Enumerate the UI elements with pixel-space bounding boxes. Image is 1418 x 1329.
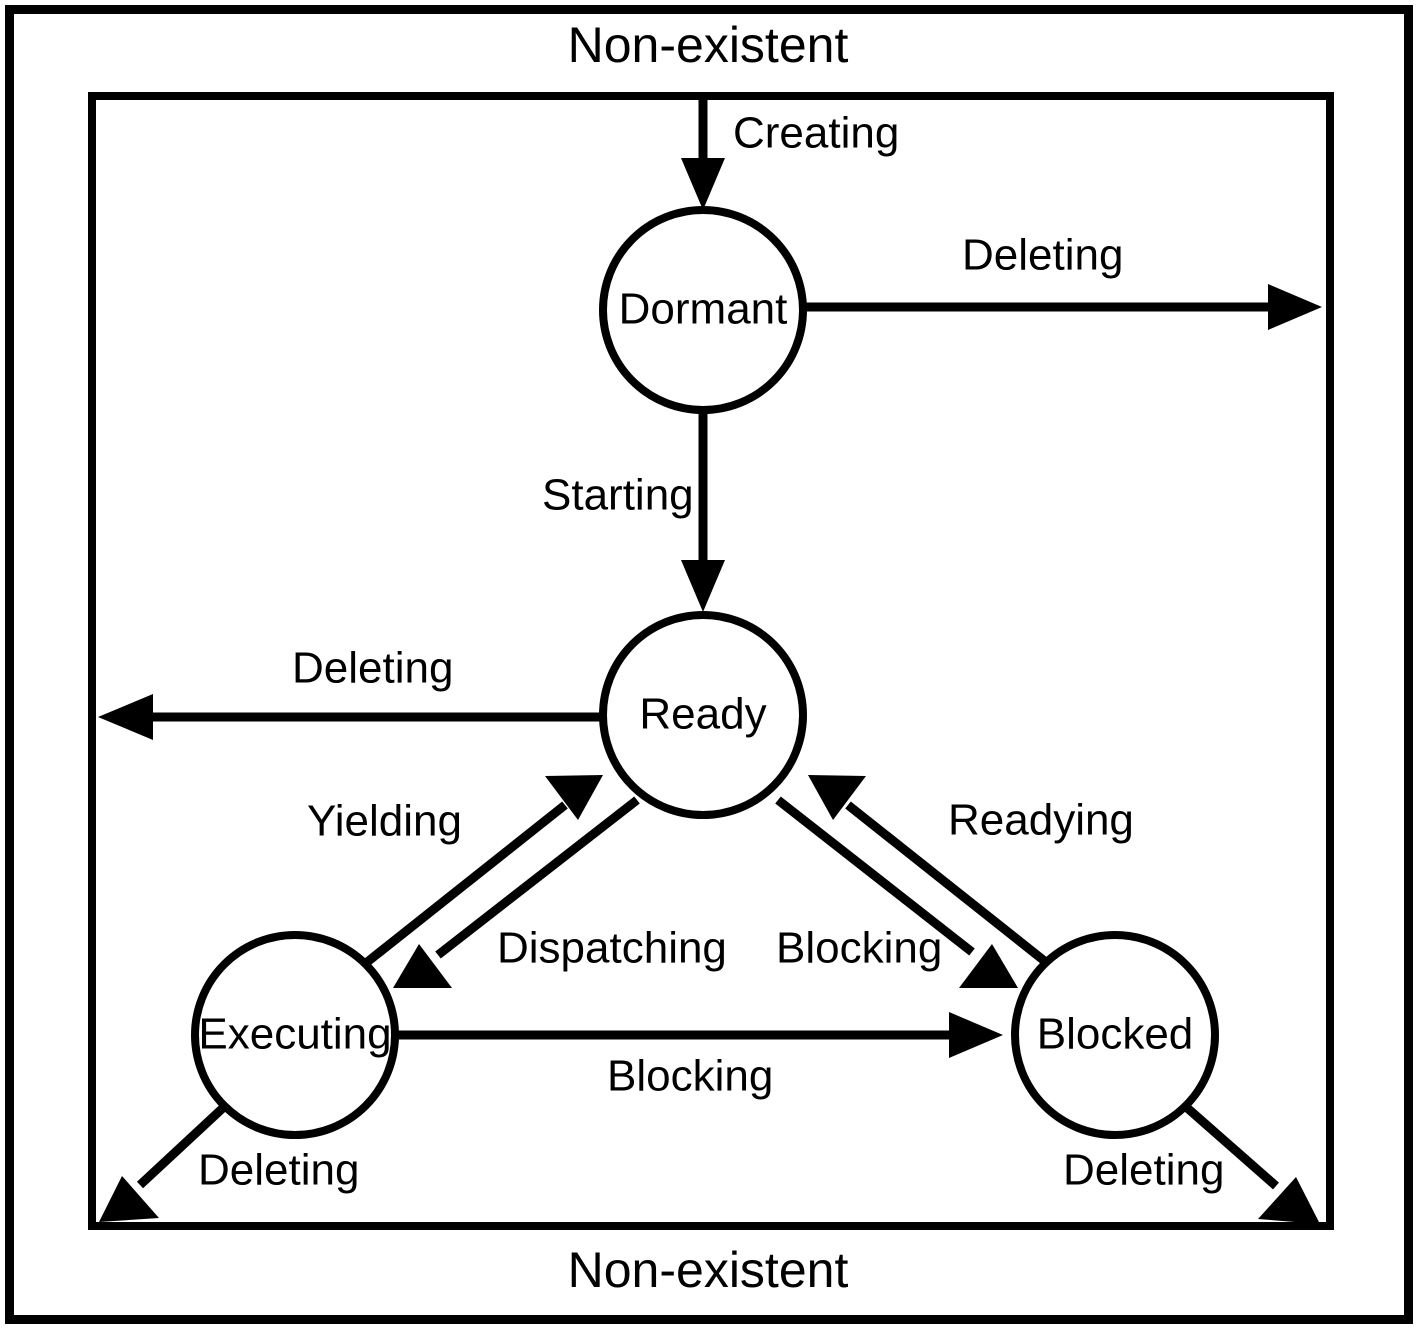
- starting-arrowhead: [681, 560, 725, 612]
- outer-frame: [5, 5, 1413, 1324]
- readying-line: [845, 801, 1050, 967]
- readying-arrowhead: [808, 775, 866, 820]
- state-node-dormant[interactable]: [599, 206, 807, 414]
- state-label-ready: Ready: [639, 690, 766, 739]
- edge-label-dispatching: Dispatching: [497, 924, 727, 973]
- dispatching-line: [435, 796, 640, 959]
- creating-arrowhead: [681, 158, 725, 210]
- transition-deleting-executing: [99, 1102, 229, 1222]
- deleting-executing-line: [136, 1102, 229, 1189]
- state-node-blocked[interactable]: [1011, 931, 1219, 1139]
- transition-deleting-dormant: [805, 284, 1322, 330]
- edge-label-starting: Starting: [542, 471, 694, 520]
- edge-label-deleting-executing: Deleting: [198, 1146, 359, 1195]
- edge-label-blocking-ready: Blocking: [776, 924, 942, 973]
- edge-label-deleting-ready: Deleting: [292, 644, 453, 693]
- state-node-ready[interactable]: [599, 611, 807, 819]
- edge-label-deleting-dormant: Deleting: [962, 231, 1123, 280]
- deleting-dormant-arrowhead: [1268, 284, 1322, 330]
- deleting-blocked-line: [1182, 1102, 1279, 1190]
- region-label-bottom: Non-existent: [568, 1242, 849, 1298]
- edge-label-yielding: Yielding: [307, 797, 462, 846]
- transition-deleting-blocked: [1182, 1102, 1320, 1224]
- transition-yielding: [363, 775, 603, 967]
- transition-creating: [681, 98, 725, 210]
- dispatching-arrowhead: [393, 944, 452, 988]
- blocking-ready-arrowhead: [959, 944, 1018, 988]
- deleting-ready-arrowhead: [98, 694, 153, 740]
- transition-deleting-ready: [98, 694, 601, 740]
- edge-label-blocking-executing: Blocking: [607, 1052, 773, 1101]
- state-label-blocked: Blocked: [1037, 1010, 1194, 1059]
- blocking-executing-arrowhead: [949, 1012, 1003, 1058]
- yielding-line: [363, 801, 568, 967]
- state-label-dormant: Dormant: [619, 285, 788, 334]
- state-label-executing: Executing: [198, 1010, 391, 1059]
- state-node-executing[interactable]: [191, 931, 399, 1139]
- edge-label-creating: Creating: [733, 109, 899, 158]
- transition-readying: [808, 775, 1050, 967]
- deleting-blocked-arrowhead: [1258, 1177, 1320, 1224]
- transition-blocking-executing: [397, 1012, 1003, 1058]
- yielding-arrowhead: [545, 775, 603, 820]
- blocking-ready-line: [775, 796, 975, 956]
- edge-label-deleting-blocked: Deleting: [1063, 1146, 1224, 1195]
- region-label-top: Non-existent: [568, 17, 849, 73]
- transition-starting: [681, 412, 725, 612]
- deleting-executing-arrowhead: [99, 1176, 159, 1222]
- transition-blocking-ready: [775, 796, 1018, 988]
- transition-dispatching: [393, 796, 640, 988]
- edge-label-readying: Readying: [948, 796, 1134, 845]
- inner-frame: [88, 92, 1334, 1230]
